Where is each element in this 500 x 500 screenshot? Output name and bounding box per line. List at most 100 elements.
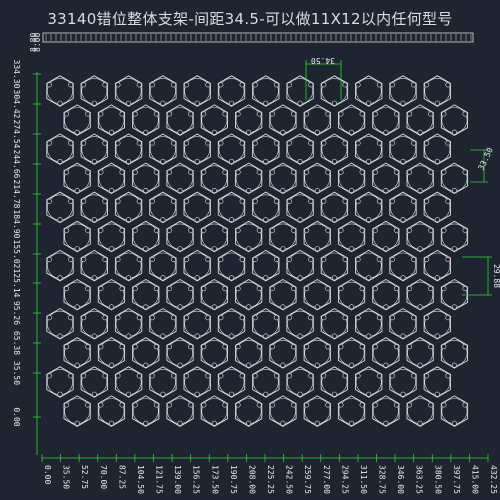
x-tick-label: 294.25	[340, 465, 349, 494]
cell-clip-lobe	[269, 286, 275, 292]
cell-outline	[63, 162, 91, 195]
cell-clip-lobe	[246, 362, 252, 368]
cell-bore	[64, 398, 91, 425]
cell-outline	[80, 308, 108, 340]
cell-clip-lobe	[74, 304, 80, 310]
cell-clip-lobe	[74, 362, 80, 368]
cell-clip-lobe	[109, 362, 115, 368]
cell-clip-lobe	[424, 373, 430, 379]
cell-clip-lobe	[297, 100, 303, 106]
grid-cell	[200, 395, 228, 427]
cell-clip-lobe	[132, 286, 138, 292]
cell-clip-lobe	[325, 111, 331, 117]
cell-clip-lobe	[359, 227, 365, 233]
cell-bore	[372, 165, 399, 192]
cell-clip-lobe	[304, 286, 310, 292]
cell-clip-lobe	[366, 275, 372, 281]
grid-cell	[149, 191, 177, 224]
cell-clip-lobe	[400, 391, 406, 397]
cell-clip-lobe	[64, 227, 70, 233]
cell-bore	[81, 252, 108, 279]
cell-clip-lobe	[126, 333, 132, 339]
cell-bore	[390, 310, 416, 337]
cell-clip-lobe	[109, 188, 115, 194]
cell-clip-lobe	[102, 198, 108, 204]
grid-cell	[252, 133, 280, 165]
cell-clip-lobe	[434, 100, 440, 106]
cell-clip-lobe	[149, 140, 155, 146]
cell-clip-lobe	[235, 111, 241, 117]
cell-bore	[184, 78, 211, 104]
cell-clip-lobe	[451, 420, 457, 426]
cell-clip-lobe	[81, 198, 87, 204]
grid-cell	[440, 162, 469, 195]
cell-clip-lobe	[115, 256, 121, 262]
cell-clip-lobe	[211, 420, 217, 426]
cell-clip-lobe	[308, 315, 314, 321]
cell-clip-lobe	[132, 402, 138, 408]
grid-cell	[217, 75, 246, 107]
cell-clip-lobe	[102, 373, 108, 379]
cell-clip-lobe	[239, 198, 245, 204]
grid-cell	[217, 366, 246, 398]
cell-clip-lobe	[359, 286, 365, 292]
cell-bore	[167, 223, 193, 250]
cell-clip-lobe	[290, 169, 296, 175]
cell-bore	[98, 223, 125, 250]
grid-cell	[97, 162, 126, 195]
cell-bore	[47, 369, 73, 395]
cell-bore	[47, 136, 73, 163]
cell-clip-lobe	[68, 140, 74, 146]
cell-clip-lobe	[57, 217, 63, 223]
cell-clip-lobe	[160, 275, 166, 281]
cell-outline	[235, 395, 263, 427]
cell-outline	[337, 337, 366, 369]
cell-clip-lobe	[451, 246, 457, 252]
cell-outline	[166, 104, 194, 136]
cell-bore	[424, 369, 451, 395]
cell-clip-lobe	[153, 402, 159, 408]
x-tick-label: 415.00	[470, 465, 479, 494]
grid-cell	[303, 162, 331, 195]
cell-outline	[389, 75, 417, 107]
cell-outline	[423, 366, 451, 398]
grid-cell	[63, 220, 91, 253]
grid-cell	[63, 162, 91, 195]
x-tick-label: 208.00	[247, 465, 256, 494]
cell-clip-lobe	[321, 140, 327, 146]
y-tick-label: 184.90	[12, 210, 21, 239]
cell-clip-lobe	[321, 256, 327, 262]
grid-cell	[337, 278, 366, 311]
cell-bore	[235, 165, 262, 192]
cell-clip-lobe	[331, 333, 337, 339]
rail-outline	[42, 32, 474, 43]
cell-clip-lobe	[252, 315, 258, 321]
cell-outline	[372, 220, 400, 253]
cell-clip-lobe	[400, 275, 406, 281]
grid-cell	[337, 104, 366, 136]
cell-clip-lobe	[411, 140, 417, 146]
grid-cell	[63, 278, 91, 311]
cell-clip-lobe	[235, 227, 241, 233]
cell-bore	[47, 194, 73, 221]
cell-outline	[269, 395, 297, 427]
cell-clip-lobe	[98, 169, 104, 175]
cell-clip-lobe	[194, 217, 200, 223]
cell-clip-lobe	[74, 129, 80, 135]
cell-clip-lobe	[325, 286, 331, 292]
cell-clip-lobe	[98, 286, 104, 292]
cell-outline	[114, 366, 143, 398]
cell-bore	[270, 107, 296, 134]
grid-cell	[132, 395, 160, 427]
cell-clip-lobe	[348, 304, 354, 310]
cell-clip-lobe	[286, 140, 292, 146]
cell-clip-lobe	[81, 82, 87, 88]
cell-bore	[115, 252, 142, 279]
cell-clip-lobe	[149, 198, 155, 204]
cell-clip-lobe	[331, 158, 337, 164]
cell-clip-lobe	[393, 402, 399, 408]
cell-outline	[132, 162, 160, 195]
cell-bore	[218, 369, 245, 395]
cell-bore	[338, 398, 365, 425]
cell-outline	[252, 249, 280, 282]
